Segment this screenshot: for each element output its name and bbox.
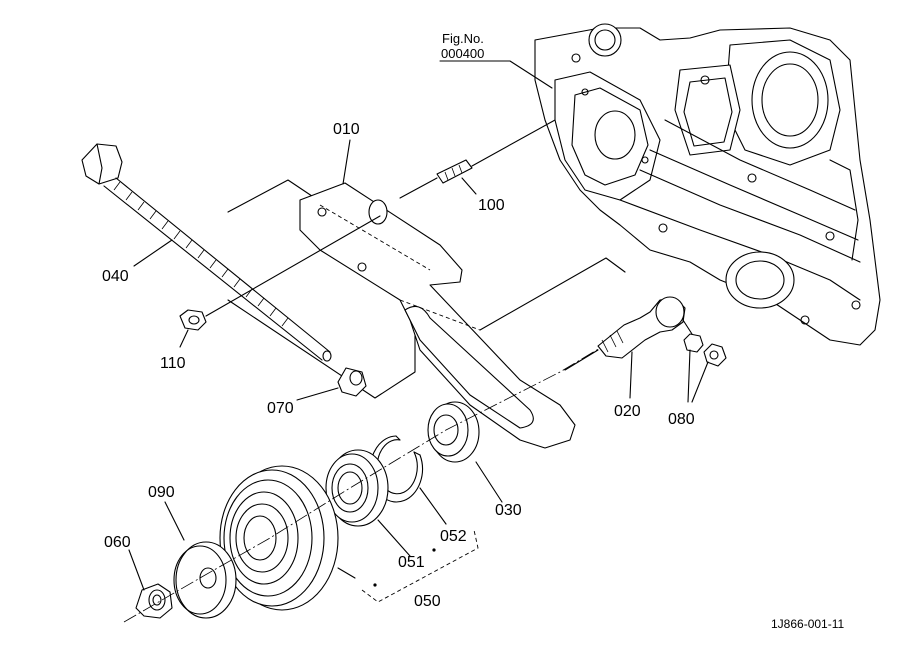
part-label-040: 040 [102,268,129,285]
part-label-050: 050 [414,593,441,610]
part-label-010: 010 [333,121,360,138]
engine-gear-case-drawing [534,23,881,346]
assembly-centerline [123,347,601,623]
figure-ref-label: Fig.No. [442,31,484,46]
tension-bracket-010-drawing [227,179,626,449]
nut-110-drawing [179,215,381,331]
collar-070-drawing [337,367,367,397]
part-label-030: 030 [495,502,522,519]
subassembly-dot [432,548,436,552]
drawing-code: 1J866-001-11 [771,617,844,631]
part-label-051: 051 [398,554,425,571]
figure-ref-number: 000400 [441,46,484,61]
subassembly-dot [373,583,377,587]
bearing-051-drawing [325,449,389,527]
part-label-110: 110 [160,355,186,372]
long-bolt-040-drawing [81,143,332,362]
part-label-100: 100 [478,197,505,214]
part-label-020: 020 [614,403,641,420]
leader-lines [128,60,709,591]
bearing-030-drawing [427,401,480,463]
pivot-shaft-020-drawing [564,296,686,371]
part-label-080: 080 [668,411,695,428]
washer-090-drawing [173,541,237,619]
part-label-090: 090 [148,484,175,501]
subassembly-bracket [361,529,479,603]
nut-060-drawing [135,583,173,619]
part-label-060: 060 [104,534,131,551]
stud-100-drawing [399,119,556,199]
pulley-050-drawing [219,465,339,611]
nuts-080-drawing [682,319,727,367]
part-label-052: 052 [440,528,467,545]
part-label-070: 070 [267,400,294,417]
